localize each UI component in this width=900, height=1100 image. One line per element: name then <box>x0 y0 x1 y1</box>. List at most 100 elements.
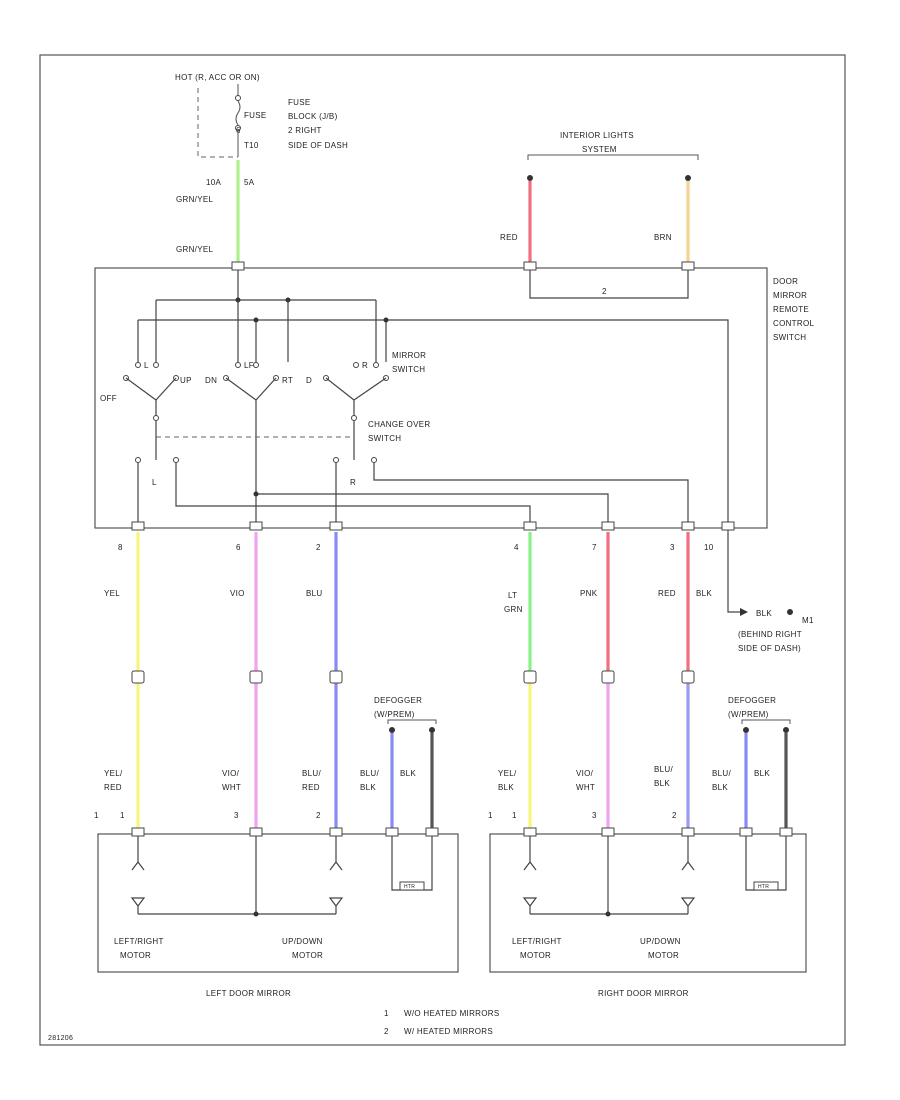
note-1-number: 1 <box>384 1009 389 1018</box>
fuse-terminal: T10 <box>244 141 259 150</box>
mirror-lf-label: LF <box>244 361 254 370</box>
left-door-mirror-box <box>97 833 459 973</box>
mirror-switch-line1: MIRROR <box>392 351 426 360</box>
interior-lights-line2: SYSTEM <box>582 145 617 154</box>
grn-yel-label: GRN/YEL <box>176 195 213 204</box>
left-blu-blk-label-2: BLK <box>360 783 376 792</box>
left-ud-motor-2: MOTOR <box>292 951 323 960</box>
yel-label: YEL <box>104 589 120 598</box>
right-pin-3: 3 <box>592 811 597 820</box>
switch-title-2: MIRROR <box>773 291 807 300</box>
left-blu-blk-label-1: BLU/ <box>360 769 379 778</box>
switch-pin-light1 <box>523 261 537 271</box>
left-lr-motor-icon <box>130 836 146 914</box>
mirror-l-label: L <box>144 361 149 370</box>
switch-bottom-pins <box>131 521 735 531</box>
mirror-rt-label: RT <box>282 376 293 385</box>
diagram-frame <box>39 54 846 1046</box>
change-r-label: R <box>350 478 356 487</box>
left-blk-label: BLK <box>400 769 416 778</box>
brn-label: BRN <box>654 233 672 242</box>
fuse-symbol <box>235 100 241 126</box>
lt-grn-label-1: LT <box>508 591 517 600</box>
mirror-dn-label: DN <box>205 376 217 385</box>
fuse-label: FUSE <box>244 111 267 120</box>
pin-10: 10 <box>704 543 714 552</box>
left-door-mirror-title: LEFT DOOR MIRROR <box>206 989 291 998</box>
fuse-block-outline <box>197 88 238 158</box>
r-defog-blu-blk-label-1: BLU/ <box>712 769 731 778</box>
fuse-block-line1: FUSE <box>288 98 311 107</box>
right-lr-motor-icon <box>522 836 538 914</box>
right-blk-label: BLK <box>754 769 770 778</box>
left-pin-1: 1 <box>120 811 125 820</box>
right-heater-label: HTR <box>758 884 769 890</box>
interior-light-jumper <box>529 270 689 299</box>
r-defog-blu-blk-label-2: BLK <box>712 783 728 792</box>
right-mirror-pins <box>523 827 793 837</box>
yel-red-label-1: YEL/ <box>104 769 123 778</box>
right-door-mirror-title: RIGHT DOOR MIRROR <box>598 989 689 998</box>
mirror-r-label: R <box>362 361 368 370</box>
fuse-block-line4: SIDE OF DASH <box>288 141 348 150</box>
fuse-amp-right: 5A <box>244 178 255 187</box>
switch-pin-power <box>231 261 245 271</box>
left-ud-motor-icon <box>328 836 344 914</box>
note-1-text: W/O HEATED MIRRORS <box>404 1009 499 1018</box>
note-2-text: W/ HEATED MIRRORS <box>404 1027 493 1036</box>
yel-blk-label-2: BLK <box>498 783 514 792</box>
ground-line3: SIDE OF DASH) <box>738 644 801 653</box>
blk-label: BLK <box>696 589 712 598</box>
yel-blk-label-1: YEL/ <box>498 769 517 778</box>
note-2-number: 2 <box>384 1027 389 1036</box>
blu-red-label-1: BLU/ <box>302 769 321 778</box>
pin-4: 4 <box>514 543 519 552</box>
switch-pin-light2 <box>681 261 695 271</box>
fuse-block-line3: 2 RIGHT <box>288 126 322 135</box>
pin-6: 6 <box>236 543 241 552</box>
door-mirror-switch-box <box>94 267 768 529</box>
r-vio-wht-label-1: VIO/ <box>576 769 594 778</box>
right-ud-motor-icon <box>680 836 696 914</box>
blu-label: BLU <box>306 589 322 598</box>
right-lr-motor-1: LEFT/RIGHT <box>512 937 562 946</box>
r-vio-wht-label-2: WHT <box>576 783 595 792</box>
interior-lights-bracket <box>527 154 699 160</box>
left-heater-label: HTR <box>404 884 415 890</box>
right-door-mirror-box <box>489 833 807 973</box>
red-blk-label: RED <box>658 589 676 598</box>
pin-3: 3 <box>670 543 675 552</box>
left-pin-2: 2 <box>316 811 321 820</box>
mirror-d-label: D <box>306 376 312 385</box>
vio-wht-label-2: WHT <box>222 783 241 792</box>
switch-title-5: SWITCH <box>773 333 806 342</box>
blu-red-label-2: RED <box>302 783 320 792</box>
right-lr-motor-2: MOTOR <box>520 951 551 960</box>
switch-title-4: CONTROL <box>773 319 814 328</box>
red-label: RED <box>500 233 518 242</box>
change-over-line1: CHANGE OVER <box>368 420 430 429</box>
vio-label: VIO <box>230 589 245 598</box>
figure-id: 281206 <box>48 1035 73 1042</box>
grn-yel-label-2: GRN/YEL <box>176 245 213 254</box>
left-pin-3: 3 <box>234 811 239 820</box>
ground-line1: M1 <box>802 616 814 625</box>
mirror-switch-line2: SWITCH <box>392 365 425 374</box>
pin-8: 8 <box>118 543 123 552</box>
fuse-amp-left: 10A <box>206 178 221 187</box>
change-over-line2: SWITCH <box>368 434 401 443</box>
right-pin-1a: 1 <box>488 811 493 820</box>
right-defogger-line2: (W/PREM) <box>728 710 769 719</box>
left-ud-motor-1: UP/DOWN <box>282 937 323 946</box>
left-mirror-pins <box>131 827 439 837</box>
mirror-off-label: OFF <box>100 394 117 403</box>
left-pin-1a: 1 <box>94 811 99 820</box>
ground-wire-label: BLK <box>756 609 772 618</box>
inline-connectors <box>131 670 695 684</box>
switch-title-3: REMOTE <box>773 305 809 314</box>
fuse-block-line2: BLOCK (J/B) <box>288 112 338 121</box>
right-ud-motor-1: UP/DOWN <box>640 937 681 946</box>
mirror-switch-contacts <box>123 362 389 401</box>
right-pin-1: 1 <box>512 811 517 820</box>
